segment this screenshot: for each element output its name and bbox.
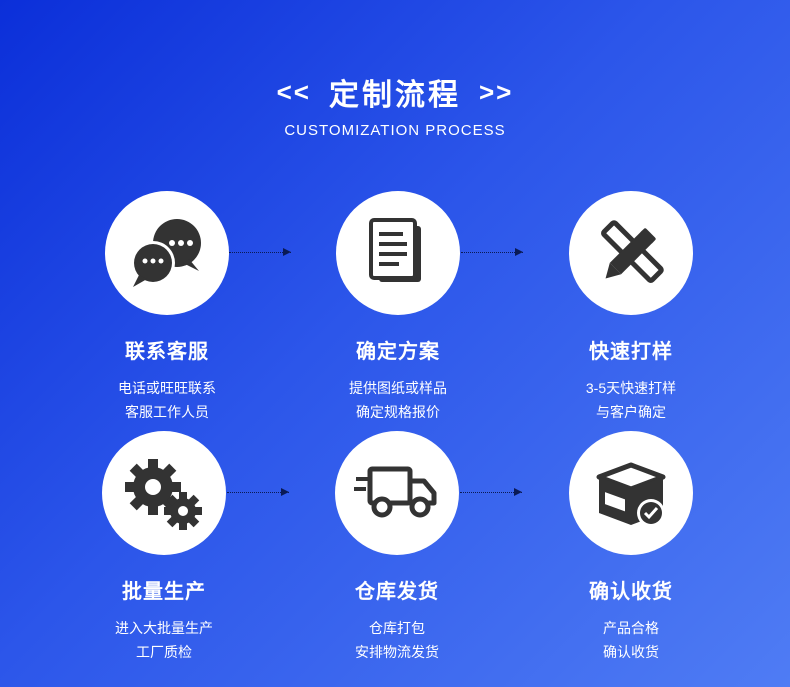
step-description: 电话或旺旺联系 客服工作人员: [82, 376, 252, 424]
step-description: 仓库打包 安排物流发货: [312, 616, 482, 664]
step-desc-line: 与客户确定: [596, 404, 666, 420]
step-desc-line: 工厂质检: [136, 644, 192, 660]
step-circle: [102, 431, 226, 555]
page-title: 定制流程: [329, 79, 461, 112]
right-arrows: >>: [479, 76, 514, 107]
box-check-icon: [596, 462, 666, 527]
header: << 定制流程 >> CUSTOMIZATION PROCESS: [0, 70, 790, 140]
step-confirm-plan: 确定方案 提供图纸或样品 确定规格报价: [313, 191, 483, 424]
step-desc-line: 3-5天快速打样: [585, 380, 677, 396]
step-description: 产品合格 确认收货: [546, 616, 716, 664]
step-contact-service: 联系客服 电话或旺旺联系 客服工作人员: [82, 191, 252, 424]
page-subtitle: CUSTOMIZATION PROCESS: [284, 122, 506, 139]
gears-icon: [125, 459, 202, 530]
step-warehouse-shipping: 仓库发货 仓库打包 安排物流发货: [312, 431, 482, 664]
step-circle: [105, 191, 229, 315]
step-desc-line: 客服工作人员: [125, 404, 209, 420]
title-row: << 定制流程 >>: [0, 70, 790, 114]
step-circle: [335, 431, 459, 555]
step-description: 提供图纸或样品 确定规格报价: [313, 376, 483, 424]
chat-bubbles-icon: [131, 219, 201, 287]
step-title: 联系客服: [125, 341, 209, 363]
step-desc-line: 确定规格报价: [356, 404, 440, 420]
delivery-truck-icon: [354, 466, 437, 518]
step-title: 批量生产: [122, 581, 206, 603]
step-confirm-receipt: 确认收货 产品合格 确认收货: [546, 431, 716, 664]
step-circle: [569, 431, 693, 555]
connector-arrow: [461, 248, 523, 256]
step-circle: [336, 191, 460, 315]
left-arrows: <<: [276, 76, 311, 107]
step-desc-line: 安排物流发货: [355, 644, 439, 660]
step-desc-line: 确认收货: [603, 644, 659, 660]
pencil-ruler-icon: [601, 220, 664, 283]
step-circle: [569, 191, 693, 315]
step-title: 确定方案: [356, 341, 440, 363]
step-desc-line: 进入大批量生产: [115, 620, 213, 636]
step-description: 3-5天快速打样 与客户确定: [546, 376, 716, 424]
step-fast-sample: 快速打样 3-5天快速打样 与客户确定: [546, 191, 716, 424]
step-desc-line: 仓库打包: [369, 620, 425, 636]
step-desc-line: 电话或旺旺联系: [118, 380, 216, 396]
step-mass-production: 批量生产 进入大批量生产 工厂质检: [79, 431, 249, 664]
connector-arrow: [460, 488, 522, 496]
step-title: 快速打样: [589, 341, 673, 363]
step-description: 进入大批量生产 工厂质检: [79, 616, 249, 664]
step-title: 确认收货: [589, 581, 673, 603]
document-icon: [369, 218, 421, 282]
step-title: 仓库发货: [355, 581, 439, 603]
connector-arrow: [229, 248, 291, 256]
step-desc-line: 产品合格: [603, 620, 659, 636]
step-desc-line: 提供图纸或样品: [349, 380, 447, 396]
connector-arrow: [227, 488, 289, 496]
